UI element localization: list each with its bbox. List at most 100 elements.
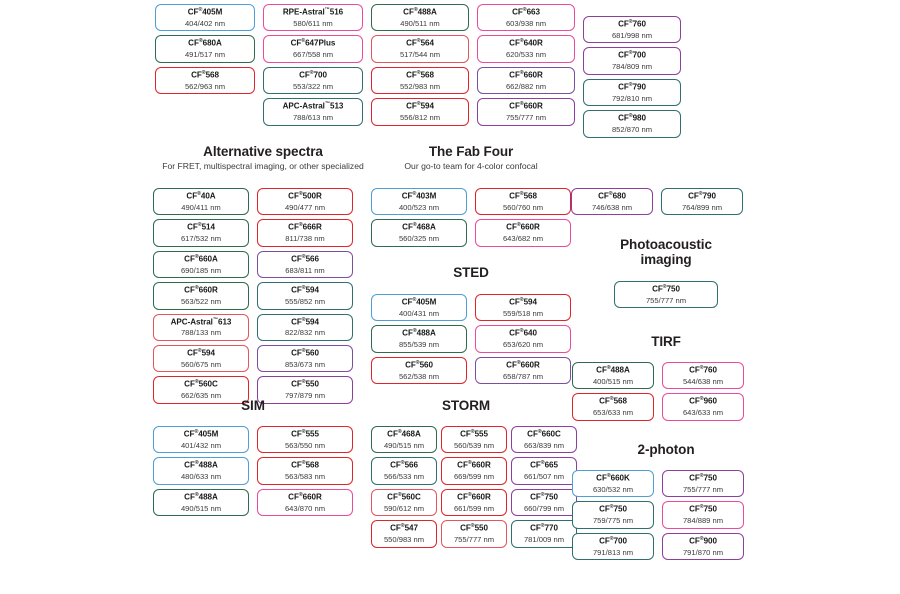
trademark-symbol: ® (301, 429, 306, 435)
dye-name: CF®550 (460, 523, 488, 533)
dye-wavelength: 490/477 nm (284, 202, 326, 212)
dye-name: CF®568 (599, 396, 627, 407)
trademark-symbol: ® (412, 222, 417, 229)
trademark-symbol: ® (628, 19, 633, 25)
trademark-symbol: ® (609, 504, 614, 511)
dye-wavelength: 560/675 nm (180, 359, 222, 369)
dye-wavelength: 653/620 nm (502, 340, 544, 350)
dye-wavelength: 563/550 nm (284, 440, 326, 450)
trademark-symbol: ™ (324, 7, 330, 13)
dye-wavelength: 852/870 nm (611, 124, 653, 134)
dye-name: CF®514 (187, 222, 215, 233)
dye-wavelength: 853/673 nm (284, 359, 326, 369)
dye-name: CF®660K (596, 473, 630, 483)
dye-name: CF®660R (509, 101, 543, 111)
dye-name: CF®488A (402, 328, 436, 339)
trademark-symbol: ® (662, 284, 667, 290)
dye-wavelength: 620/533 nm (505, 50, 547, 60)
trademark-symbol: ® (298, 222, 303, 229)
dye-wavelength: 781/009 nm (523, 534, 565, 544)
